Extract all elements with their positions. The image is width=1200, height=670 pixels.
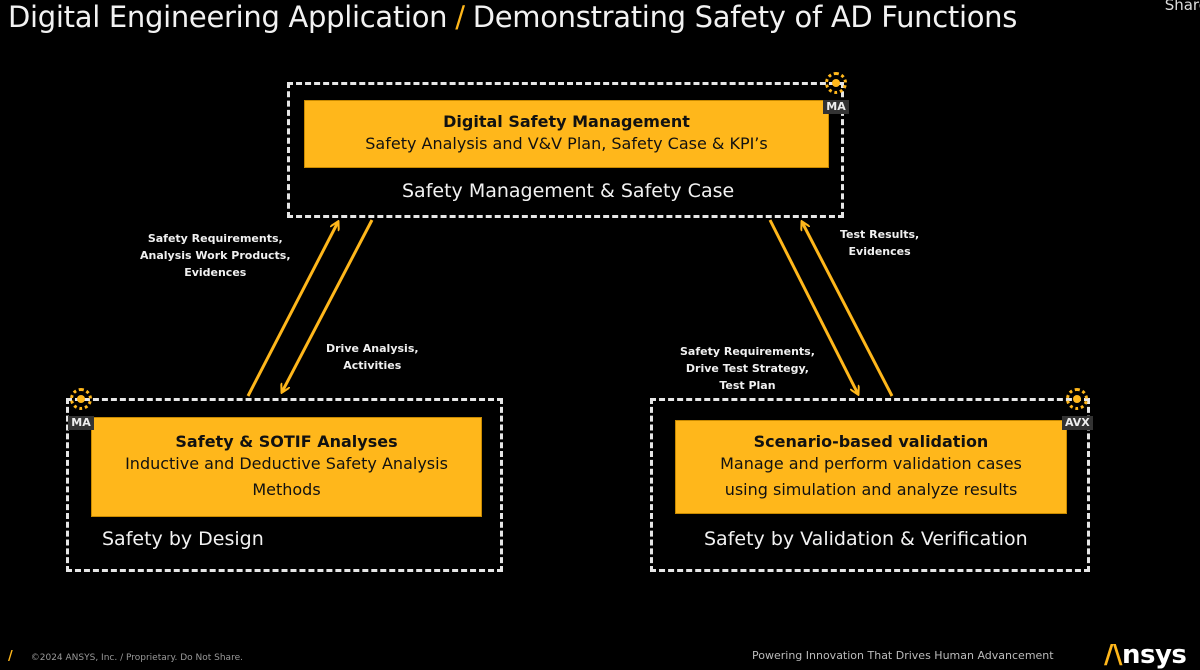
note-line: Evidences bbox=[848, 245, 911, 258]
page-title: Digital Engineering Application/Demonstr… bbox=[8, 0, 1017, 34]
gear-icon bbox=[1066, 388, 1088, 410]
left-box-heading: Safety & SOTIF Analyses bbox=[175, 431, 398, 451]
top-box-caption: Safety Management & Safety Case bbox=[402, 180, 735, 202]
left-box-subtitle-2: Methods bbox=[252, 479, 321, 499]
note-line: Drive Test Strategy, bbox=[685, 362, 809, 375]
safety-by-design-frame bbox=[66, 398, 503, 572]
note-line: Analysis Work Products, bbox=[140, 249, 291, 262]
note-right-up: Test Results, Evidences bbox=[840, 226, 919, 260]
gear-icon bbox=[825, 72, 847, 94]
copyright-text: ©2024 ANSYS, Inc. / Proprietary. Do Not … bbox=[30, 653, 243, 663]
note-line: Safety Requirements, bbox=[680, 345, 815, 358]
scenario-based-validation-box: Scenario-based validation Manage and per… bbox=[675, 420, 1067, 514]
right-badge-label: AVX bbox=[1062, 416, 1093, 430]
right-box-subtitle-2: using simulation and analyze results bbox=[724, 479, 1018, 499]
title-main: Digital Engineering Application bbox=[8, 0, 448, 34]
note-line: Test Results, bbox=[840, 228, 920, 241]
safety-management-frame bbox=[287, 82, 844, 218]
logo-text: nsys bbox=[1122, 640, 1187, 670]
top-badge-label: MA bbox=[823, 100, 849, 114]
title-sub: Demonstrating Safety of AD Functions bbox=[472, 0, 1018, 34]
gear-icon bbox=[70, 388, 92, 410]
top-box-heading: Digital Safety Management bbox=[443, 111, 690, 131]
note-left-down: Drive Analysis, Activities bbox=[326, 340, 419, 374]
safety-by-validation-frame bbox=[650, 398, 1090, 572]
note-right-down: Safety Requirements, Drive Test Strategy… bbox=[680, 343, 815, 394]
left-badge-label: MA bbox=[68, 416, 94, 430]
note-line: Test Plan bbox=[719, 379, 776, 392]
top-badge: MA bbox=[821, 72, 851, 114]
logo-accent: /\ bbox=[1104, 640, 1123, 670]
footer-copyright: / ©2024 ANSYS, Inc. / Proprietary. Do Not… bbox=[8, 649, 243, 664]
right-box-subtitle-1: Manage and perform validation cases bbox=[720, 453, 1022, 473]
note-line: Safety Requirements, bbox=[147, 232, 283, 245]
right-box-heading: Scenario-based validation bbox=[753, 431, 989, 451]
note-left-up: Safety Requirements, Analysis Work Produ… bbox=[140, 230, 291, 281]
footer-tagline: Powering Innovation That Drives Human Ad… bbox=[752, 649, 1054, 662]
arrow-left-down bbox=[282, 219, 374, 392]
note-line: Drive Analysis, bbox=[326, 342, 419, 355]
right-box-caption: Safety by Validation & Verification bbox=[704, 528, 1028, 550]
ansys-logo: /\nsys bbox=[1104, 640, 1187, 670]
left-badge: MA bbox=[66, 388, 96, 430]
arrow-right-down bbox=[768, 219, 858, 394]
title-slash: / bbox=[455, 0, 465, 34]
note-line: Evidences bbox=[184, 266, 247, 279]
arrow-right-up bbox=[802, 222, 894, 397]
note-line: Activities bbox=[343, 359, 402, 372]
footer-slash: / bbox=[8, 649, 13, 664]
safety-sotif-analyses-box: Safety & SOTIF Analyses Inductive and De… bbox=[91, 417, 482, 517]
arrow-left-up bbox=[246, 222, 338, 397]
left-box-subtitle-1: Inductive and Deductive Safety Analysis bbox=[125, 453, 448, 473]
top-box-subtitle: Safety Analysis and V&V Plan, Safety Cas… bbox=[365, 133, 768, 153]
share-button[interactable]: Share bbox=[1164, 0, 1200, 14]
right-badge: AVX bbox=[1062, 388, 1093, 430]
left-box-caption: Safety by Design bbox=[102, 528, 264, 550]
digital-safety-management-box: Digital Safety Management Safety Analysi… bbox=[304, 100, 829, 168]
